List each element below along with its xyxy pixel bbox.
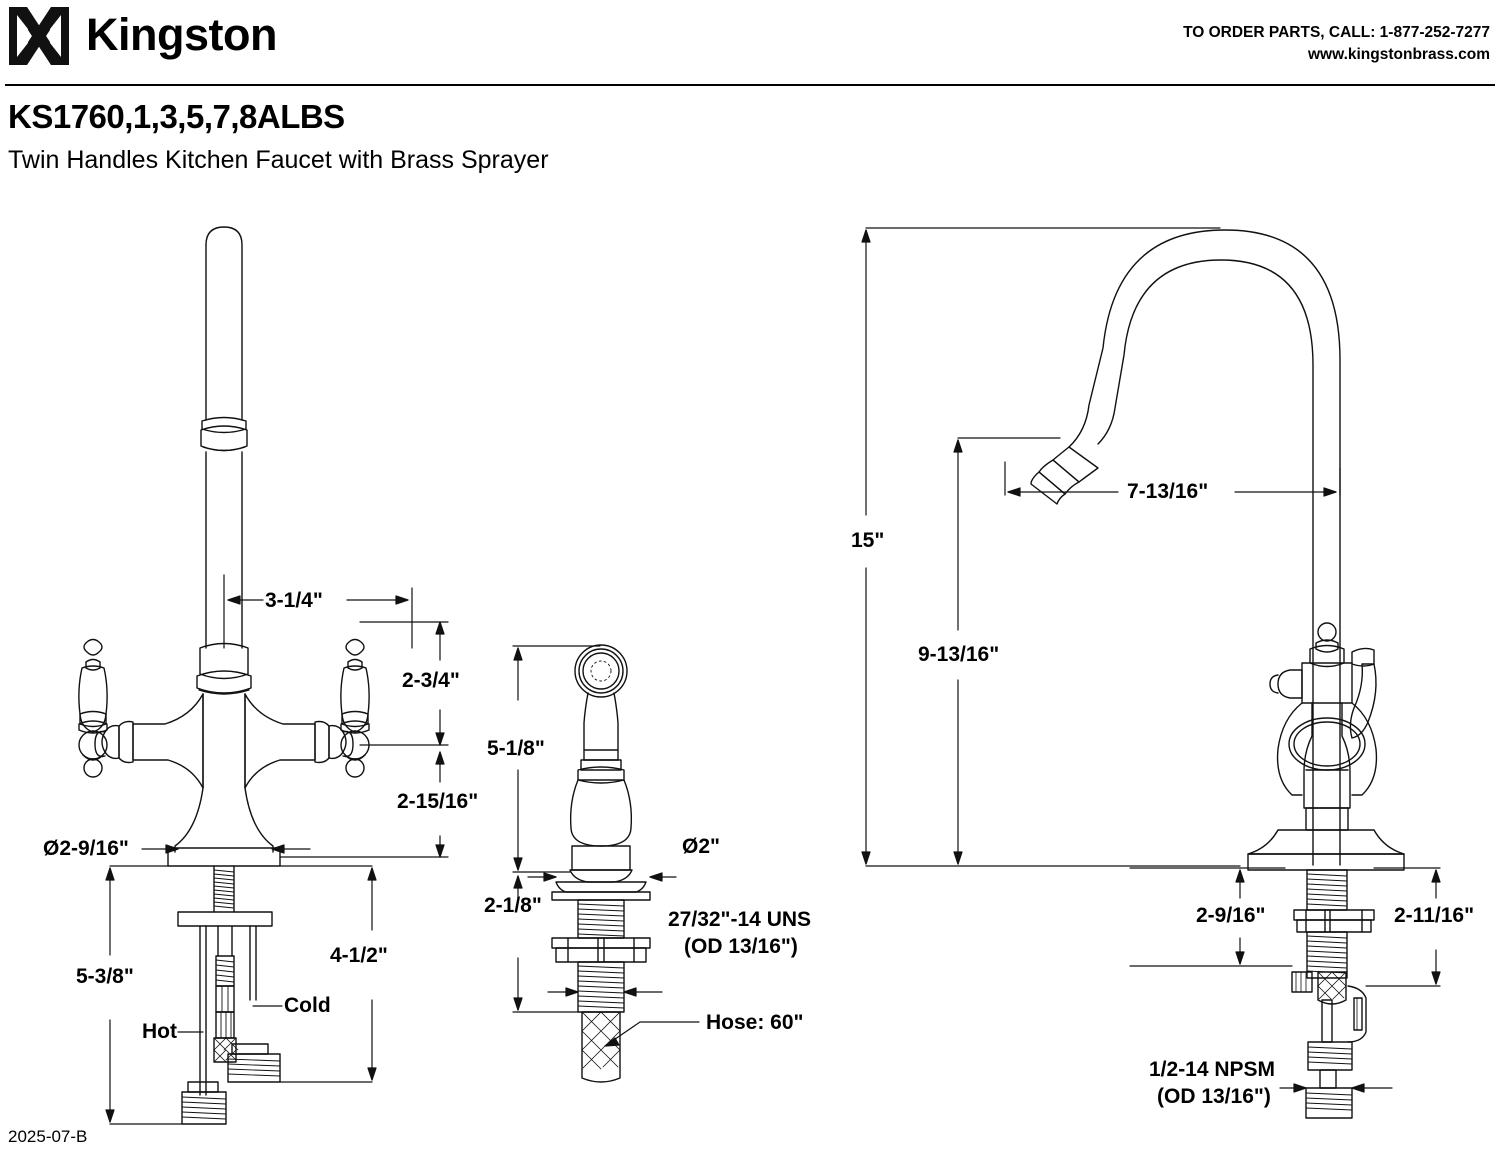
side-elevation-graphic [1030,229,1405,1119]
dim-body-height: 2-15/16" [397,790,479,813]
callout-cold: Cold [284,994,331,1017]
header-divider [5,84,1495,86]
kingston-monogram-icon [8,6,70,66]
dim-spout-height: 9-13/16" [918,643,1000,666]
dim-sprayer-flange-diameter: Ø2" [682,835,720,858]
side-elevation-dimensions [861,227,1441,1093]
contact-website[interactable]: www.kingstonbrass.com [1307,46,1490,63]
sprayer-elevation-graphic [551,644,651,1083]
dim-side-thread-line1: 1/2-14 NPSM [1149,1058,1276,1081]
dim-sprayer-thread-line2: (OD 13/16") [684,935,798,958]
dim-shank-long: 5-3/8" [76,965,134,988]
dim-overall-height: 15" [851,529,885,552]
model-code: KS1760,1,3,5,7,8ALBS [8,98,345,135]
dim-spout-reach: 7-13/16" [1127,480,1209,503]
contact-phone: TO ORDER PARTS, CALL: 1-877-252-7277 [1183,24,1490,41]
sprayer-dimensions [512,645,700,1047]
dim-sprayer-head-height: 5-1/8" [487,737,545,760]
contact-block: TO ORDER PARTS, CALL: 1-877-252-7277 www… [1183,22,1490,66]
callout-hot: Hot [142,1020,177,1043]
dim-side-shank-right: 2-11/16" [1394,904,1475,927]
dim-side-thread-line2: (OD 13/16") [1157,1085,1271,1108]
dim-center-to-handle: 3-1/4" [265,589,323,612]
dim-shank-short: 4-1/2" [330,944,388,967]
dim-handle-height: 2-3/4" [402,669,460,692]
front-elevation-graphic [78,226,370,1125]
model-description: Twin Handles Kitchen Faucet with Brass S… [8,146,549,174]
brand-name: Kingston [86,9,277,60]
dim-sprayer-thread-line1: 27/32"-14 UNS [668,908,812,931]
dim-sprayer-shank-height: 2-1/8" [484,894,542,917]
dim-side-shank-left: 2-9/16" [1196,904,1266,927]
dim-base-diameter: Ø2-9/16" [43,837,129,860]
front-elevation-dimensions [105,574,449,1125]
revision-code: 2025-07-B [8,1127,88,1146]
dim-sprayer-hose-length: Hose: 60" [706,1011,804,1034]
